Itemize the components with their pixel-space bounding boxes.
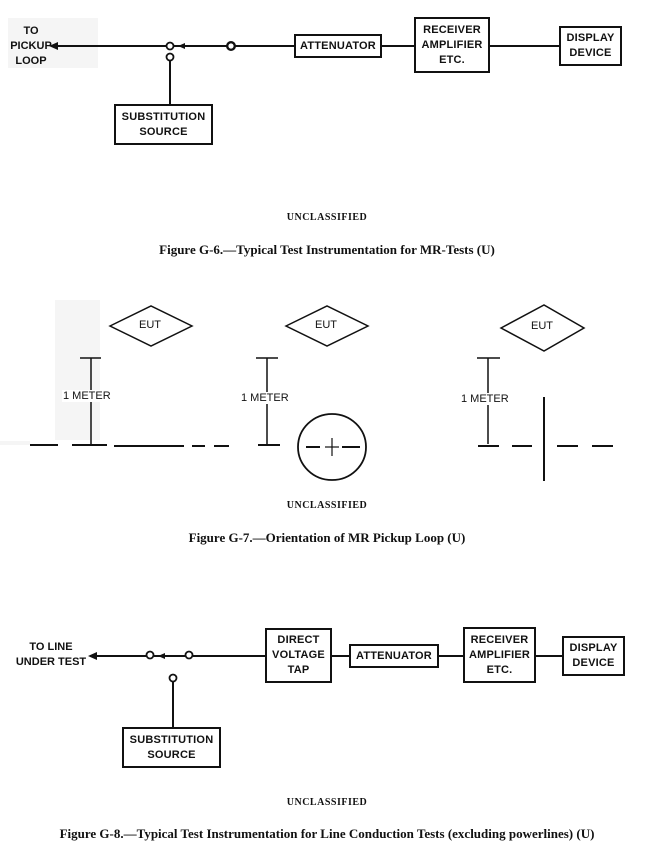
g6-substitution-block: SUBSTITUTION SOURCE <box>114 104 213 145</box>
g7-distance-label-2: 1 METER <box>240 392 290 404</box>
g6-switch-contact-common <box>165 41 175 51</box>
scan-artifact <box>0 441 30 445</box>
g6-output-label: TO PICKUP LOOP <box>10 25 52 67</box>
g7-classification: UNCLASSIFIED <box>286 500 368 511</box>
g6-attenuator-block: ATTENUATOR <box>294 34 382 58</box>
scan-artifact <box>8 18 98 68</box>
g6-output-arrow <box>49 42 58 50</box>
g8-switch-contact-source <box>168 673 178 683</box>
g6-switch-arrow <box>178 43 185 49</box>
g7-distance-label-3: 1 METER <box>460 393 510 405</box>
g6-classification: UNCLASSIFIED <box>286 212 368 223</box>
g8-output-label: TO LINE UNDER TEST <box>15 641 87 668</box>
g8-output-arrow <box>88 652 97 660</box>
g7-pickup-loop-circle <box>297 413 367 481</box>
g7-caption: Figure G-7.—Orientation of MR Pickup Loo… <box>188 530 466 545</box>
g8-switch-contact-input <box>184 650 194 660</box>
g6-receiver-block: RECEIVER AMPLIFIER ETC. <box>414 17 490 73</box>
g6-switch-contact-source <box>165 52 175 62</box>
g8-substitution-block: SUBSTITUTION SOURCE <box>122 727 221 768</box>
scan-artifact <box>55 300 100 440</box>
g7-eut-1 <box>108 305 194 347</box>
g8-receiver-block: RECEIVER AMPLIFIER ETC. <box>463 627 536 683</box>
g7-eut-label-3: EUT <box>531 320 553 332</box>
g7-eut-label-2: EUT <box>315 319 337 331</box>
g8-attenuator-block: ATTENUATOR <box>349 644 439 668</box>
g8-classification: UNCLASSIFIED <box>286 797 368 808</box>
g7-eut-3 <box>499 304 586 352</box>
g7-eut-2 <box>284 305 370 347</box>
g8-switch-arrow <box>158 653 165 659</box>
g6-display-block: DISPLAY DEVICE <box>559 26 622 66</box>
g8-caption: Figure G-8.—Typical Test Instrumentation… <box>59 826 595 841</box>
g6-switch-contact-input <box>225 41 236 52</box>
g6-caption: Figure G-6.—Typical Test Instrumentation… <box>159 242 495 257</box>
g8-tap-block: DIRECT VOLTAGE TAP <box>265 628 332 683</box>
g7-distance-label-1: 1 METER <box>62 390 112 402</box>
g8-display-block: DISPLAY DEVICE <box>562 636 625 676</box>
g7-eut-label-1: EUT <box>139 319 161 331</box>
g8-switch-contact-common <box>145 650 155 660</box>
